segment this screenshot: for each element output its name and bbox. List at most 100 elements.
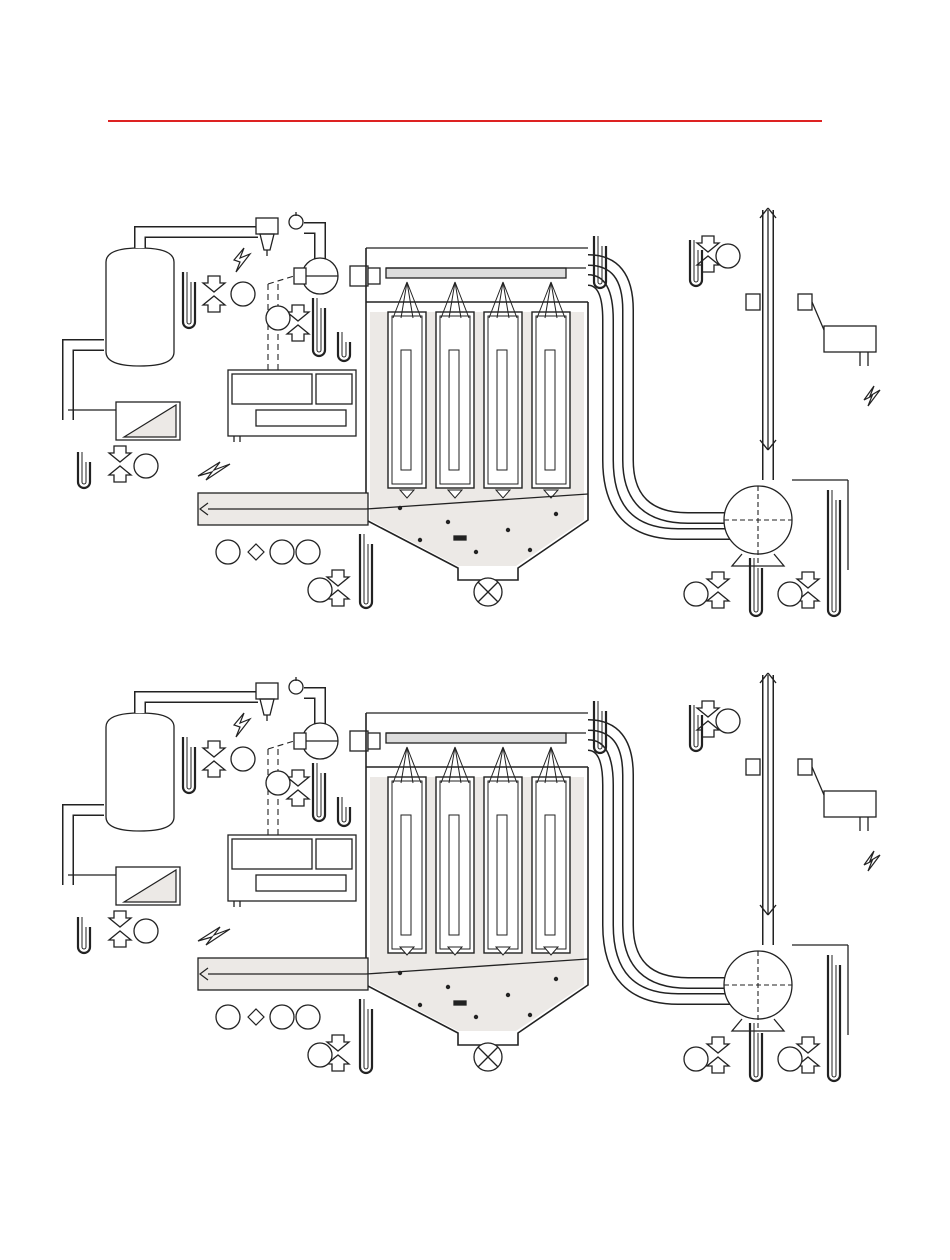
controller-relay (316, 374, 352, 404)
bag-cage (401, 350, 411, 470)
down-arrow-icon (707, 572, 729, 588)
power-signal-icon (198, 462, 230, 480)
solenoid-coil (294, 733, 306, 749)
bag-cage (449, 350, 459, 470)
regulator-pipe (304, 693, 320, 725)
control-wire (268, 741, 294, 749)
controller-label-plate (256, 875, 346, 891)
filter-bag (436, 747, 474, 955)
pressure-gauge (308, 578, 332, 602)
dust-particle (446, 985, 450, 989)
tank-inlet-pipe (68, 345, 104, 420)
pressure-gauge (266, 771, 290, 795)
outlet-duct-inner (588, 745, 748, 999)
pressure-arrows-icon (707, 1037, 729, 1073)
dust-particle (446, 520, 450, 524)
up-arrow-icon (707, 592, 729, 608)
up-arrow-icon (109, 466, 131, 482)
down-arrow-icon (203, 741, 225, 757)
stack-sensor (746, 294, 760, 310)
dust-particle (474, 1015, 478, 1019)
inlet-manometer (360, 999, 372, 1073)
plenum-manometer (338, 332, 350, 361)
hopper-marker (454, 536, 466, 540)
filter-bag (388, 747, 426, 955)
pressure-arrows-icon (707, 572, 729, 608)
filter-bag (484, 747, 522, 955)
power-signal-icon (198, 927, 230, 945)
air-supply-pipe (140, 232, 258, 248)
fan-manometer (750, 1023, 762, 1081)
pressure-gauge (684, 582, 708, 606)
pressure-gauge (684, 1047, 708, 1071)
controller-display (232, 374, 312, 404)
pressure-gauge (778, 582, 802, 606)
pressure-gauge (716, 244, 740, 268)
valve-coupling (368, 268, 380, 284)
regulator-pipe (304, 228, 320, 260)
header-rule (108, 120, 822, 122)
monitor-wire (812, 302, 824, 330)
down-arrow-icon (109, 911, 131, 927)
pressure-arrows-icon (109, 911, 131, 947)
dust-particle (418, 538, 422, 542)
controller-display (232, 839, 312, 869)
hopper-marker (454, 1001, 466, 1005)
fan-manometer-2 (828, 955, 840, 1081)
process-schematic (28, 190, 908, 640)
pressure-gauge (266, 306, 290, 330)
emission-monitor (824, 791, 876, 817)
down-arrow-icon (797, 572, 819, 588)
bag-cage (401, 815, 411, 935)
pressure-arrows-icon (203, 276, 225, 312)
tank-inlet-pipe (68, 810, 104, 885)
plenum-manometer (338, 797, 350, 826)
dust-particle (474, 550, 478, 554)
bag-cage (497, 815, 507, 935)
pressure-gauge (308, 1043, 332, 1067)
pressure-arrows-icon (109, 446, 131, 482)
inlet-damper-icon (248, 544, 264, 560)
air-receiver-tank (106, 248, 174, 366)
pressure-arrows-icon (203, 741, 225, 777)
dust-particle (554, 512, 558, 516)
filter-bag (436, 282, 474, 498)
pressure-gauge (231, 747, 255, 771)
pressure-gauge (134, 454, 158, 478)
up-arrow-icon (707, 1057, 729, 1073)
schematic-group (68, 208, 880, 616)
controller-label-plate (256, 410, 346, 426)
valve-coupling (368, 733, 380, 749)
up-arrow-icon (287, 325, 309, 341)
tank-manometer (183, 272, 195, 328)
pressure-gauge (231, 282, 255, 306)
air-filter (256, 683, 278, 699)
tank-manometer (183, 737, 195, 793)
compressor-manometer (78, 917, 90, 953)
baghouse-diagram-lower (28, 655, 908, 1105)
down-arrow-icon (203, 276, 225, 292)
bag-cage (497, 350, 507, 470)
filter-bowl (260, 699, 274, 715)
fan-manometer-2 (828, 490, 840, 616)
pressure-gauge (778, 1047, 802, 1071)
down-arrow-icon (109, 446, 131, 462)
inlet-manometer (360, 534, 372, 608)
compressor-manometer (78, 452, 90, 488)
solenoid-signal-icon (234, 713, 250, 737)
inlet-gauge (296, 1005, 320, 1029)
stack-sensor (798, 294, 812, 310)
blowpipe-header (386, 268, 566, 278)
inlet-gauge (216, 1005, 240, 1029)
up-arrow-icon (203, 296, 225, 312)
inlet-damper-icon (248, 1009, 264, 1025)
dust-particle (528, 1013, 532, 1017)
valve-manometer (313, 298, 325, 356)
fan-manometer (750, 558, 762, 616)
bag-cage (545, 350, 555, 470)
air-supply-pipe (140, 697, 258, 713)
up-arrow-icon (109, 931, 131, 947)
emission-monitor (824, 326, 876, 352)
pressure-gauge (134, 919, 158, 943)
